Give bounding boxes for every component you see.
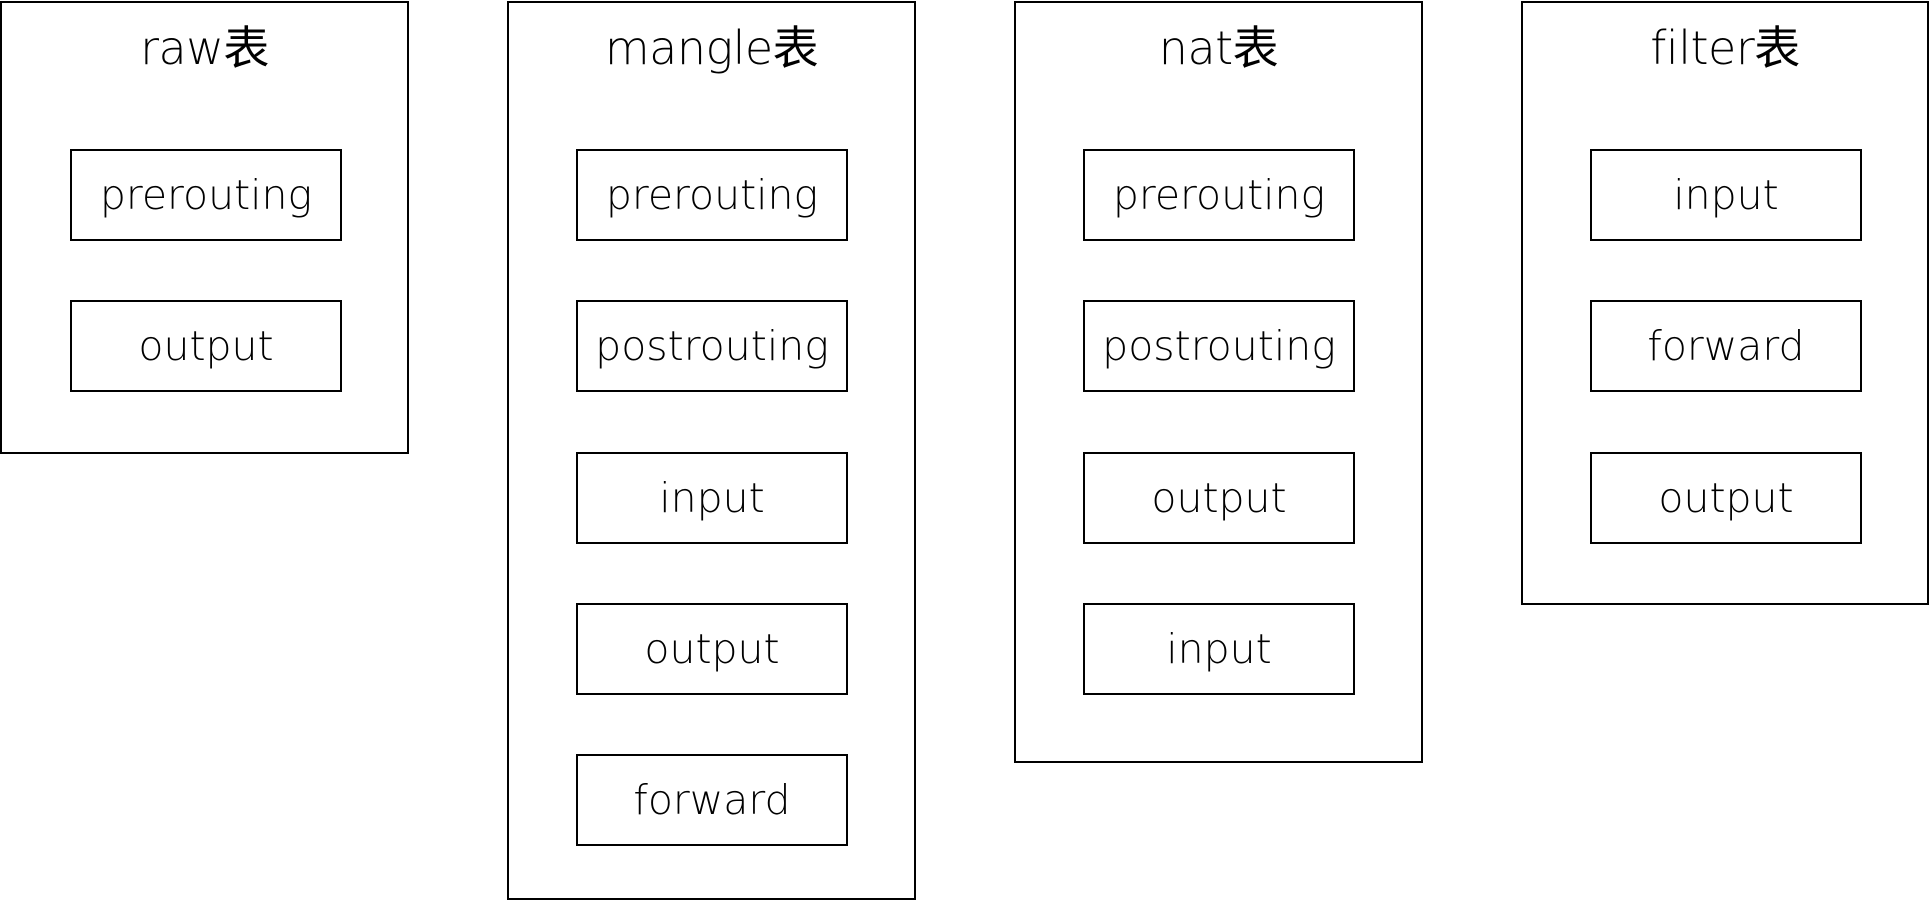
nat-table-title: nat表	[1158, 21, 1279, 75]
mangle-chain-output: output	[576, 603, 848, 695]
mangle-chain-prerouting: prerouting	[576, 149, 848, 241]
nat-chain-input: input	[1083, 603, 1355, 695]
raw-chain-output: output	[70, 300, 342, 392]
mangle-table: mangle表 prerouting postrouting input out…	[507, 1, 916, 900]
filter-chain-input: input	[1590, 149, 1862, 241]
raw-table-title: raw表	[140, 21, 269, 75]
nat-chain-prerouting: prerouting	[1083, 149, 1355, 241]
filter-chain-forward: forward	[1590, 300, 1862, 392]
mangle-table-title: mangle表	[604, 21, 819, 75]
raw-table: raw表 prerouting output	[0, 1, 409, 454]
mangle-chain-input: input	[576, 452, 848, 544]
mangle-chain-forward: forward	[576, 754, 848, 846]
nat-chain-postrouting: postrouting	[1083, 300, 1355, 392]
mangle-chain-postrouting: postrouting	[576, 300, 848, 392]
nat-table: nat表 prerouting postrouting output input	[1014, 1, 1423, 763]
nat-chain-output: output	[1083, 452, 1355, 544]
filter-table-title: filter表	[1650, 21, 1800, 75]
raw-chain-prerouting: prerouting	[70, 149, 342, 241]
filter-table: filter表 input forward output	[1521, 1, 1929, 605]
filter-chain-output: output	[1590, 452, 1862, 544]
